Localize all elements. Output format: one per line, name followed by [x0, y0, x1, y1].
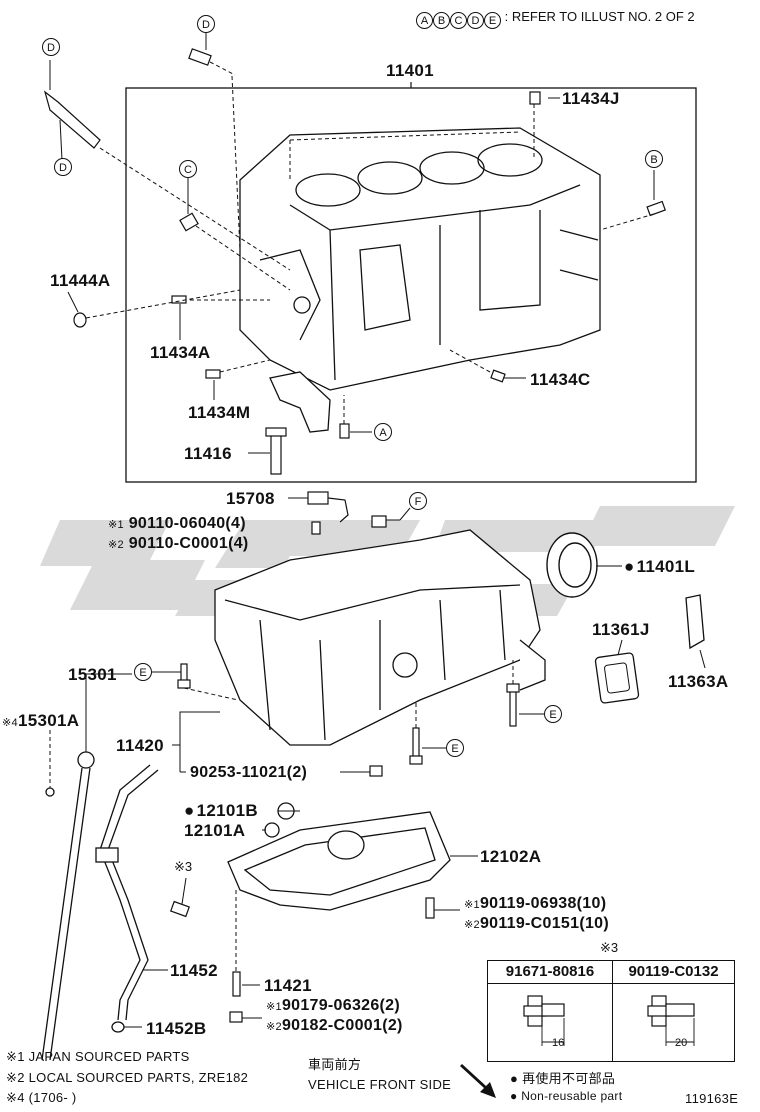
- refer-letter-D: D: [467, 12, 484, 29]
- direction-jp: 車両前方: [308, 1057, 362, 1072]
- legend-jp-text: 再使用不可部品: [522, 1071, 616, 1086]
- table-col1-header: 91671-80816: [488, 961, 613, 984]
- label-11361J[interactable]: 11361J: [592, 620, 650, 639]
- label-11434C[interactable]: 11434C: [530, 370, 591, 389]
- table-bolt-drawings: [523, 995, 695, 1046]
- label-11434M[interactable]: 11434M: [188, 403, 251, 422]
- footnote-2: ※2 LOCAL SOURCED PARTS, ZRE182: [6, 1070, 249, 1085]
- direction-en: VEHICLE FRONT SIDE: [308, 1077, 452, 1092]
- table-divider: [612, 983, 614, 1061]
- table-dim-1: 16: [552, 1037, 565, 1049]
- label-bolt-a-1[interactable]: ※1 90110-06040(4): [108, 516, 246, 532]
- ref-circle-D-left-top: D: [42, 38, 60, 56]
- mark-2c: ※2: [266, 1021, 282, 1033]
- refer-letter-E: E: [484, 12, 501, 29]
- ref-circle-F: F: [409, 492, 427, 510]
- label-15708[interactable]: 15708: [226, 489, 275, 508]
- label-11401[interactable]: 11401: [386, 61, 434, 80]
- oil-pan: [227, 802, 451, 911]
- legend-en-text: Non-reusable part: [521, 1089, 623, 1103]
- front-direction-arrow: [460, 1064, 496, 1098]
- legend-jp: ● 再使用不可部品: [510, 1071, 616, 1086]
- refer-letter-A: A: [416, 12, 433, 29]
- mark-1: ※1: [108, 519, 124, 531]
- footnote-1: ※1 JAPAN SOURCED PARTS: [6, 1049, 190, 1064]
- illustration-code: 119163E: [685, 1091, 739, 1106]
- label-11444A[interactable]: 11444A: [50, 271, 111, 290]
- ref-circle-E-right: E: [544, 705, 562, 723]
- bolt-spec-table: 91671-80816 90119-C0132 16 20: [487, 960, 735, 1062]
- bolt-c-2-number: 90182-C0001(2): [281, 1017, 403, 1034]
- oil-dipstick: [41, 751, 159, 1061]
- ref-circle-D-left-bottom: D: [54, 158, 72, 176]
- label-12101A[interactable]: 12101A: [184, 821, 246, 840]
- label-11452[interactable]: 11452: [170, 961, 218, 980]
- footnote-4: ※4 (1706- ): [6, 1090, 77, 1105]
- label-bolt-b-1[interactable]: ※190119-06938(10): [464, 896, 606, 912]
- mark-2b: ※2: [464, 919, 480, 931]
- bolt-b-2-number: 90119-C0151(10): [479, 915, 609, 932]
- refer-letter-B: B: [433, 12, 450, 29]
- table-mark-3: ※3: [600, 940, 619, 955]
- mark-4: ※4: [2, 717, 18, 729]
- p15301A-number: 15301A: [17, 711, 80, 730]
- label-mark-3-bolt: ※3: [174, 859, 193, 874]
- label-bolt-a-2[interactable]: ※2 90110-C0001(4): [108, 536, 249, 552]
- label-15301[interactable]: 15301: [68, 665, 117, 684]
- label-11421[interactable]: 11421: [264, 976, 312, 995]
- sensor-15708: [307, 491, 387, 535]
- insulator-11363A: [685, 594, 705, 650]
- ref-circle-E-left: E: [134, 663, 152, 681]
- bolt-a-1-number: 90110-06040(4): [128, 515, 246, 532]
- label-11434J[interactable]: 11434J: [562, 89, 620, 108]
- gasket-11361J: [594, 652, 640, 704]
- mark-2: ※2: [108, 539, 124, 551]
- label-12101B[interactable]: 12101B: [184, 802, 258, 819]
- label-11434A[interactable]: 11434A: [150, 343, 211, 362]
- label-bolt-c-1[interactable]: ※190179-06326(2): [266, 998, 400, 1014]
- bolt-b-1-number: 90119-06938(10): [479, 895, 607, 912]
- label-11416[interactable]: 11416: [184, 444, 232, 463]
- refer-text: : REFER TO ILLUST NO. 2 OF 2: [504, 9, 695, 24]
- table-dim-2: 20: [675, 1037, 688, 1049]
- mark-1b: ※1: [464, 899, 480, 911]
- ref-circle-E-mid: E: [446, 739, 464, 757]
- label-bolt-b-2[interactable]: ※290119-C0151(10): [464, 916, 609, 932]
- bearing-cap: [269, 371, 331, 433]
- label-15301A[interactable]: ※415301A: [2, 712, 79, 729]
- label-12102A[interactable]: 12102A: [480, 847, 542, 866]
- ref-circle-D-top: D: [197, 15, 215, 33]
- ref-circle-A: A: [374, 423, 392, 441]
- crankcase: [214, 529, 546, 746]
- bolt-a-2-number: 90110-C0001(4): [128, 535, 249, 552]
- ref-circle-B: B: [645, 150, 663, 168]
- oil-seal: [546, 532, 598, 598]
- label-bolt-c-2[interactable]: ※290182-C0001(2): [266, 1018, 403, 1034]
- label-11363A[interactable]: 11363A: [668, 672, 729, 691]
- table-col2-header: 90119-C0132: [612, 961, 735, 984]
- label-11420[interactable]: 11420: [116, 736, 164, 755]
- ref-circle-C: C: [179, 160, 197, 178]
- bolt-c-1-number: 90179-06326(2): [281, 997, 401, 1014]
- cylinder-block: [239, 127, 601, 391]
- label-90253[interactable]: 90253-11021(2): [190, 764, 308, 781]
- refer-letter-C: C: [450, 12, 467, 29]
- legend-en: ● Non-reusable part: [510, 1089, 623, 1103]
- label-11452B[interactable]: 11452B: [146, 1019, 207, 1038]
- upper-leader-lines: [49, 32, 655, 454]
- upper-small-parts: [43, 48, 666, 475]
- label-11401L[interactable]: 11401L: [624, 558, 695, 575]
- mark-1c: ※1: [266, 1001, 282, 1013]
